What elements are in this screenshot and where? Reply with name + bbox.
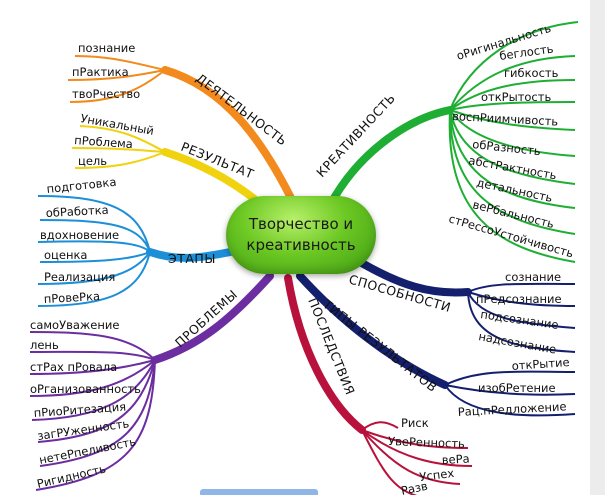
branch-kreativnost-twig-3	[449, 79, 576, 111]
branch-problemy-twig-1	[29, 331, 156, 361]
problemy-item-4: оРганизованность	[30, 382, 141, 396]
kreativnost-item-3: гибкость	[504, 66, 559, 80]
rezultat-item-3: цель	[78, 154, 107, 168]
branch-sposobnosti-twig-3	[467, 291, 576, 329]
branch-problemy-twig-5	[31, 359, 156, 421]
branch-deyatelnost-trunk	[161, 66, 296, 204]
branch-kreativnost-twig-10	[448, 109, 576, 263]
branch-problemy-twig-7	[39, 359, 156, 467]
kreativnost-item-5: воспРиимчивость	[452, 109, 559, 129]
deyatelnost-item-2: пРактика	[72, 65, 129, 79]
branch-posledstviya-trunk	[284, 274, 366, 434]
branch-etapy-twig-3	[37, 240, 151, 253]
branch-posledstviya-twig-4	[361, 429, 461, 485]
branch-sposobnosti-twig-1	[467, 282, 576, 293]
branch-kreativnost-twig-7	[449, 109, 576, 185]
etapy-item-2: обРаботка	[45, 203, 109, 220]
right-edge-strip	[590, 0, 605, 495]
tipy-item-1: откРытие	[511, 355, 570, 373]
problemy-item-3: стРах пРовала	[30, 360, 117, 374]
central-topic-title: Творчество и креативность	[246, 215, 356, 254]
posledstviya-item-3: веРа	[441, 452, 470, 467]
kreativnost-item-4: откРытость	[481, 90, 551, 104]
branch-tipy-trunk	[296, 272, 449, 389]
branch-etapy-twig-4	[39, 251, 151, 263]
branch-kreativnost-twig-1	[449, 21, 579, 111]
etapy-item-6: пРовеРка	[43, 289, 100, 306]
branch-etapy-twig-6	[37, 251, 151, 307]
branch-problemy-twig-3	[29, 359, 156, 375]
branch-problemy-twig-8	[35, 359, 156, 491]
branch-kreativnost-twig-5	[449, 109, 576, 131]
branch-kreativnost-twig-9	[449, 109, 576, 235]
branch-problemy-twig-2	[29, 350, 156, 361]
branch-kreativnost: КРЕАТИВНОСТЬ оРигинальность беглость гиб…	[313, 21, 579, 263]
branch-deyatelnost-twig-2	[67, 69, 166, 81]
tipy-item-2: изобРетение	[478, 381, 556, 395]
branch-tipy-twig-1	[444, 370, 576, 386]
problemy-item-2: лень	[30, 338, 59, 352]
branch-etapy-twig-1	[37, 195, 151, 253]
branch-etapy: ЭТАПЫ подготовка обРаботка вдохновение о…	[37, 175, 244, 307]
branch-deyatelnost-twig-1	[74, 55, 166, 71]
sposobnosti-item-4: надсознание	[477, 329, 557, 356]
branch-rezultat-twig-1	[79, 125, 166, 153]
deyatelnost-item-3: твоРчество	[72, 87, 140, 101]
branch-kreativnost-twig-6	[449, 109, 576, 157]
sposobnosti-item-3: подсознание	[480, 307, 560, 332]
branch-sposobnosti-twig-4	[467, 291, 576, 353]
tipy-item-3: Рац.пРедложение	[457, 399, 566, 419]
posledstviya-item-5: Разв	[400, 479, 429, 495]
branch-etapy-twig-5	[37, 251, 151, 285]
branch-problemy-twig-6	[37, 359, 156, 443]
branch-problemy-trunk	[151, 272, 274, 364]
branch-tipy-twig-2	[444, 384, 576, 396]
problemy-item-1: самоУважение	[30, 318, 119, 332]
sposobnosti-item-1: сознание	[505, 270, 561, 284]
branch-rezultat: РЕЗУЛЬТАТ Уникальный пРоблема цель	[71, 111, 274, 216]
rezultat-item-2: пРоблема	[74, 133, 134, 151]
etapy-item-1: подготовка	[46, 175, 117, 196]
branch-rezultat-twig-2	[71, 147, 166, 153]
etapy-item-4: оценка	[44, 248, 87, 262]
branch-posledstviya-twig-3	[361, 429, 473, 467]
problemy-item-5: пРиоРитезация	[33, 400, 126, 420]
branch-deyatelnost-title: ДЕЯТЕЛЬНОСТЬ	[193, 70, 290, 148]
branch-etapy-trunk	[146, 246, 244, 262]
branch-sposobnosti-trunk	[356, 258, 472, 297]
branch-rezultat-twig-3	[74, 151, 166, 169]
posledstviya-item-1: Риск	[401, 416, 429, 430]
branch-etapy-title: ЭТАПЫ	[168, 251, 216, 266]
branch-problemy: ПРОБЛЕМЫ самоУважение лень стРах пРовала…	[29, 272, 274, 491]
branch-tipy-twig-3	[444, 384, 576, 417]
branch-kreativnost-trunk	[326, 106, 454, 209]
deyatelnost-item-1: познание	[78, 41, 135, 55]
branch-posledstviya-twig-2	[361, 429, 469, 449]
bottom-scroll-indicator	[200, 489, 318, 495]
branch-deyatelnost-twig-3	[69, 69, 166, 103]
branch-kreativnost-twig-4	[449, 101, 576, 111]
etapy-item-5: Реализация	[44, 270, 115, 284]
branch-sposobnosti-twig-2	[467, 291, 576, 307]
branch-posledstviya-twig-1	[361, 421, 399, 431]
posledstviya-item-4: Успех	[419, 466, 455, 484]
sposobnosti-item-2: пРедсознание	[476, 292, 562, 306]
branch-kreativnost-twig-2	[449, 55, 576, 111]
branch-problemy-twig-4	[29, 359, 156, 397]
branch-posledstviya-twig-5	[361, 429, 418, 495]
etapy-item-3: вдохновение	[40, 228, 119, 242]
central-topic: Творчество и креативность	[226, 196, 376, 274]
branch-kreativnost-twig-8	[449, 109, 576, 209]
branch-etapy-twig-2	[39, 219, 151, 253]
posledstviya-item-2: УвеРенность	[388, 434, 465, 451]
